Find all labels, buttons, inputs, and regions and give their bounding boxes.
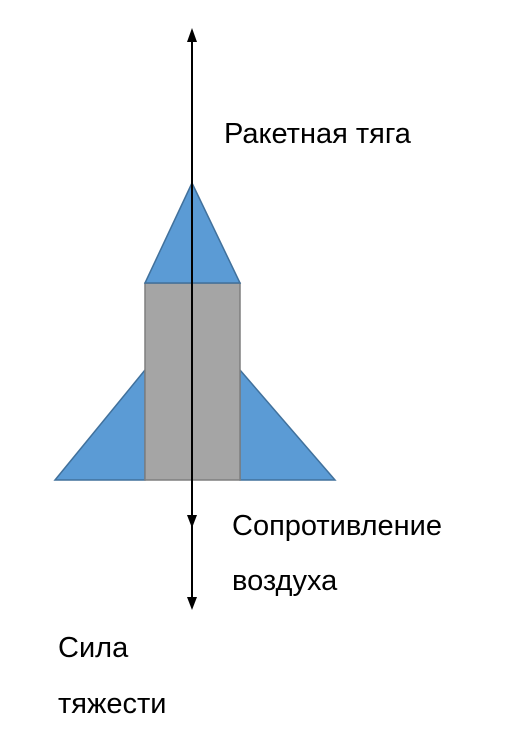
thrust-label: Ракетная тяга: [224, 118, 411, 150]
right-fin: [239, 367, 337, 481]
thrust-arrowhead: [187, 28, 197, 42]
air-resistance-label-line1: Сопротивление: [232, 510, 443, 542]
gravity-arrowhead: [187, 597, 197, 610]
gravity-label-line2: тяжести: [58, 688, 167, 720]
left-fin: [53, 367, 146, 481]
air-resistance-label-line2: воздуха: [232, 565, 338, 597]
drag-arrowhead: [187, 515, 197, 528]
gravity-label-line1: Сила: [58, 632, 129, 664]
